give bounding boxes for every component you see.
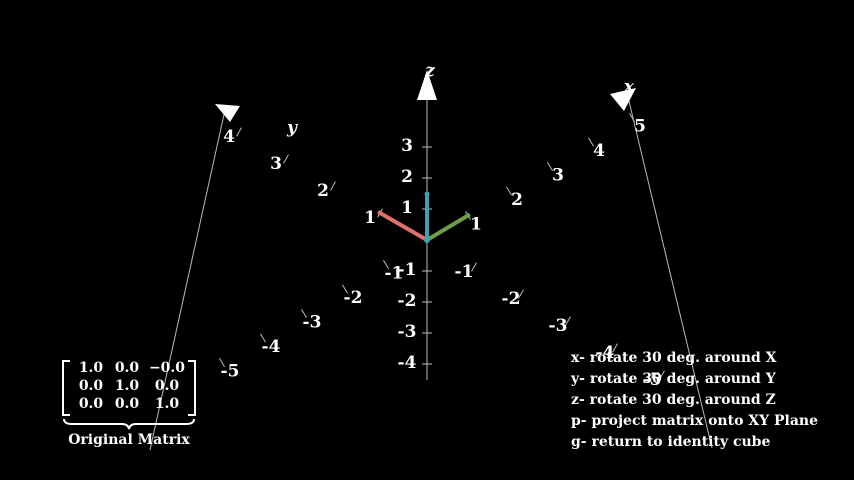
y-axis-arrow bbox=[215, 104, 240, 122]
matrix-cell: −0.0 bbox=[148, 360, 186, 376]
x-axis-tick bbox=[506, 186, 512, 196]
y-axis-negative-tick-label: -1 bbox=[455, 262, 474, 282]
y-axis-negative-tick-label: -3 bbox=[549, 316, 568, 336]
z-axis-positive-tick-label: 2 bbox=[401, 167, 413, 187]
z-axis-positive-tick-label: 1 bbox=[401, 198, 413, 218]
x-axis-negative-tick-label: -4 bbox=[262, 337, 281, 357]
y-axis-positive-tick-label: 3 bbox=[270, 154, 282, 174]
matrix-cell: 1.0 bbox=[78, 360, 104, 376]
x-axis-name: x bbox=[623, 77, 635, 97]
matrix-caption: Original Matrix bbox=[68, 432, 190, 448]
matrix-row-1: 1.0 0.0 −0.0 bbox=[72, 359, 188, 378]
x-axis-arrow bbox=[610, 88, 636, 111]
y-axis-tick bbox=[330, 181, 336, 191]
control-rotate-y: y- rotate 30 deg. around Y bbox=[571, 371, 776, 387]
z-axis-negative-tick-label: -3 bbox=[398, 322, 417, 342]
x-axis-positive-tick-label: 3 bbox=[552, 166, 564, 186]
x-axis-tick bbox=[629, 112, 635, 123]
x-basis-vector-tip bbox=[465, 213, 471, 218]
x-axis-line bbox=[627, 96, 713, 449]
z-axis-name: z bbox=[424, 61, 435, 81]
x-axis-negative-tick-label: -3 bbox=[303, 313, 322, 333]
axis-labels-layer: x 1 2 3 4 5 -1 -2 -3 -4 -5 y 1 2 3 4 -1 -2 -3 -4 -5 z 1 2 3 -1 -2 -… bbox=[221, 61, 662, 390]
x-axis-tick bbox=[547, 161, 553, 172]
y-axis-negative-tick-label: -5 bbox=[643, 370, 662, 390]
y-basis-vector-tip bbox=[377, 210, 383, 216]
y-axis-name: y bbox=[286, 118, 298, 138]
x-basis-vector bbox=[425, 213, 470, 242]
matrix-cell: 1.0 bbox=[154, 396, 180, 412]
y-basis-vector bbox=[378, 211, 429, 242]
axes-layer bbox=[149, 70, 713, 451]
control-project-xy: p- project matrix onto XY Plane bbox=[571, 413, 819, 429]
matrix-left-bracket bbox=[62, 360, 70, 416]
y-axis-negative-tick-label: -4 bbox=[596, 343, 615, 363]
z-axis-negative-tick-label: -1 bbox=[398, 260, 417, 280]
x-axis-tick bbox=[260, 333, 266, 343]
origin-point bbox=[424, 237, 430, 243]
x-axis-positive-tick-label: 1 bbox=[470, 215, 482, 235]
x-axis-tick bbox=[383, 259, 389, 270]
z-axis-negative-tick-label: -2 bbox=[398, 291, 417, 311]
x-axis-negative-tick-label: -5 bbox=[221, 362, 240, 382]
matrix-underbrace bbox=[63, 418, 195, 430]
matrix-row-2: 0.0 1.0 0.0 bbox=[72, 377, 188, 396]
y-axis-tick bbox=[565, 316, 571, 326]
y-axis-positive-tick-label: 2 bbox=[317, 181, 329, 201]
y-axis-line bbox=[149, 109, 226, 451]
z-axis-arrow bbox=[417, 70, 437, 100]
matrix-cell: 0.0 bbox=[154, 378, 180, 394]
y-axis-tick bbox=[236, 127, 242, 137]
x-axis-positive-tick-label: 2 bbox=[511, 190, 523, 210]
y-axis-tick bbox=[283, 154, 289, 164]
transformation-matrix: 1.0 0.0 −0.0 0.0 1.0 0.0 0.0 0.0 1.0 Ori… bbox=[62, 358, 196, 450]
x-axis-positive-tick-label: 4 bbox=[593, 141, 605, 161]
matrix-right-bracket bbox=[188, 360, 196, 416]
y-axis-negative-tick-label: -2 bbox=[502, 289, 521, 309]
basis-vectors-layer bbox=[377, 191, 471, 243]
y-axis-tick bbox=[612, 343, 618, 353]
z-axis-positive-tick-label: 3 bbox=[401, 136, 413, 156]
x-axis-negative-tick-label: -1 bbox=[385, 264, 404, 284]
control-rotate-x: x- rotate 30 deg. around X bbox=[571, 350, 777, 366]
x-axis-tick bbox=[219, 357, 225, 368]
x-axis-tick bbox=[342, 284, 348, 294]
y-axis-positive-tick-label: 1 bbox=[364, 208, 376, 228]
matrix-row-3: 0.0 0.0 1.0 bbox=[72, 395, 188, 414]
z-axis-negative-tick-label: -4 bbox=[398, 353, 417, 373]
y-axis-tick bbox=[518, 289, 524, 299]
matrix-cell: 1.0 bbox=[114, 378, 140, 394]
x-axis-tick bbox=[588, 137, 594, 147]
y-axis-tick bbox=[659, 370, 665, 380]
z-basis-vector-tip bbox=[424, 191, 430, 197]
y-axis-tick bbox=[471, 262, 477, 272]
x-axis-negative-tick-label: -2 bbox=[344, 288, 363, 308]
y-axis-positive-tick-label: 4 bbox=[223, 127, 235, 147]
control-rotate-z: z- rotate 30 deg. around Z bbox=[571, 392, 776, 408]
keyboard-controls: x- rotate 30 deg. around X y- rotate 30 … bbox=[571, 348, 841, 453]
x-axis-tick bbox=[301, 308, 307, 319]
control-reset-identity: g- return to identity cube bbox=[571, 434, 771, 450]
x-axis-positive-tick-label: 5 bbox=[634, 117, 646, 137]
matrix-cell: 0.0 bbox=[114, 360, 140, 376]
matrix-cell: 0.0 bbox=[114, 396, 140, 412]
matrix-cell: 0.0 bbox=[78, 378, 104, 394]
matrix-cell: 0.0 bbox=[78, 396, 104, 412]
